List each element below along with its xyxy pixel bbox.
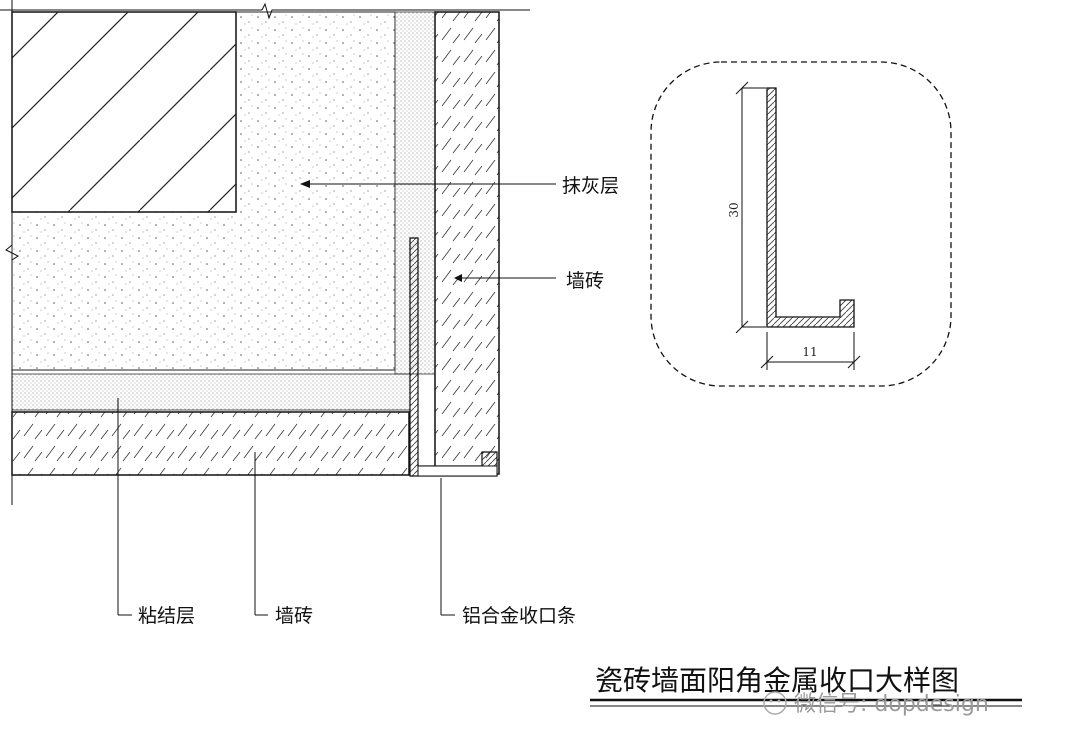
detail-bubble: 30 11 [650, 61, 952, 387]
leader-lines [117, 180, 556, 616]
frame-lines [0, 0, 530, 505]
label-aluminum-trim: 铝合金收口条 [462, 605, 576, 627]
wechat-icon [763, 691, 787, 715]
aluminum-trim-section [409, 237, 498, 477]
structural-block [11, 11, 237, 213]
wall-tile-right [434, 11, 500, 475]
label-wall-tile-bottom: 墙砖 [275, 605, 313, 627]
dimension-height: 30 [727, 202, 741, 217]
label-adhesive: 粘结层 [138, 605, 195, 627]
wall-tile-bottom [11, 411, 410, 476]
watermark-text: 微信号: dopdesign [794, 692, 989, 717]
watermark: 微信号: dopdesign [763, 691, 989, 717]
label-plaster: 抹灰层 [562, 175, 619, 197]
label-wall-tile-right: 墙砖 [566, 270, 604, 292]
dimension-width: 11 [802, 345, 817, 359]
